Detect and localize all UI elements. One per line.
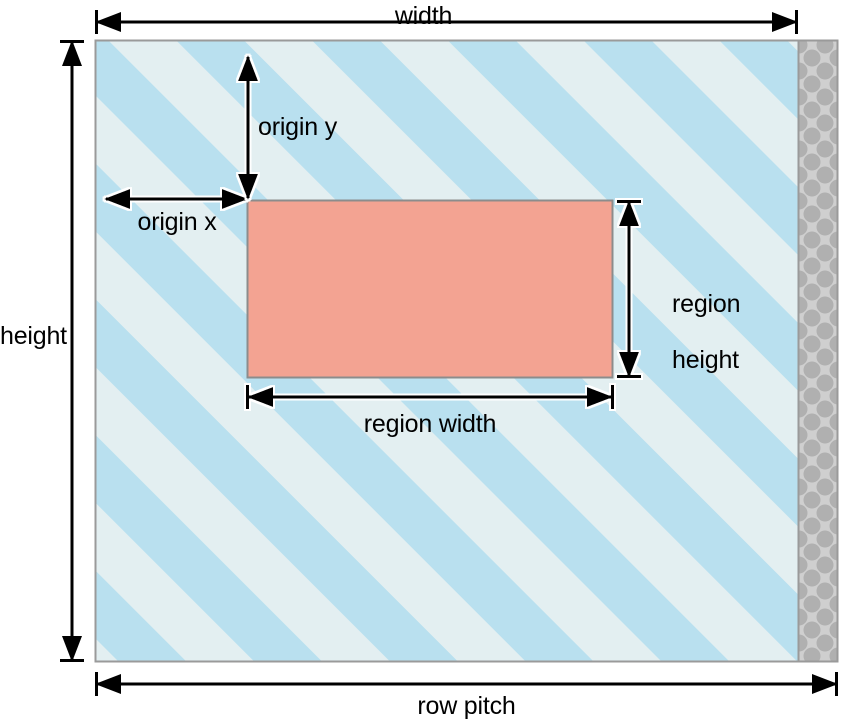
label-width: width	[394, 2, 453, 30]
label-region-width: region width	[363, 410, 497, 438]
label-height: height	[0, 322, 67, 350]
label-region-height: region height	[645, 262, 795, 402]
dimension-origin-x	[104, 189, 248, 209]
label-region-height-line2: height	[671, 346, 739, 374]
dimension-origin-y	[238, 55, 258, 200]
dimension-region-height	[617, 200, 641, 378]
label-row-pitch: row pitch	[417, 692, 516, 720]
label-origin-x: origin x	[137, 208, 217, 236]
label-region-height-line1: region	[671, 290, 741, 318]
buffer-rectangle	[94, 39, 839, 663]
region-rectangle	[246, 199, 614, 379]
dimension-height	[60, 40, 84, 662]
row-padding-band	[798, 40, 838, 662]
dimension-region-width	[246, 385, 614, 409]
dimension-row-pitch	[95, 672, 838, 696]
label-origin-y: origin y	[258, 113, 337, 141]
dimension-width	[95, 10, 798, 34]
